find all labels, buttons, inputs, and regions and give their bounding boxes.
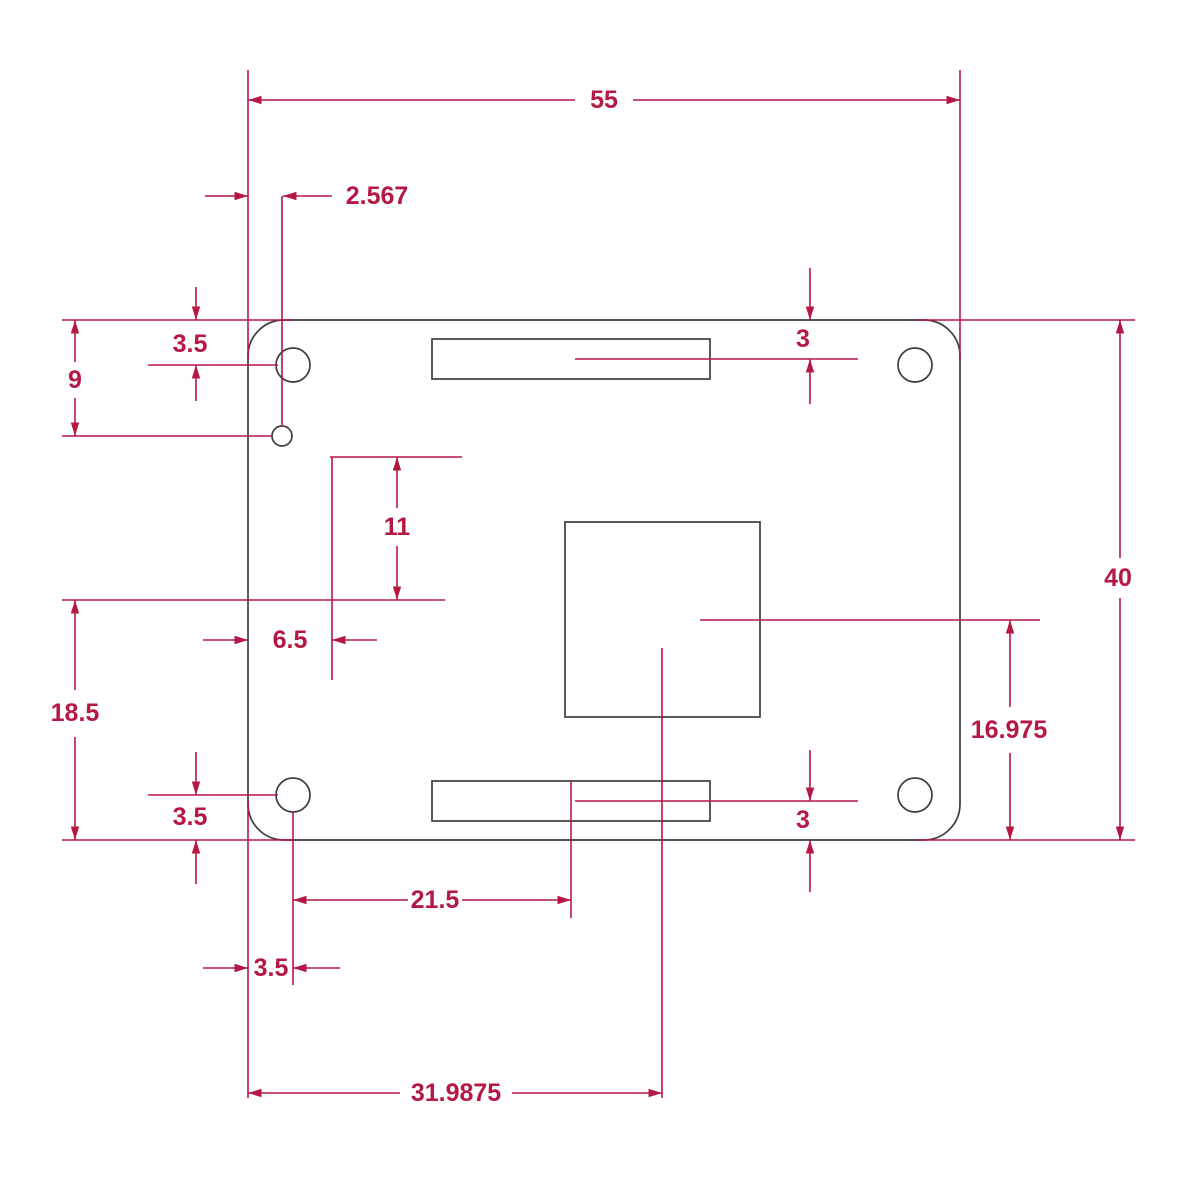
dimension-slot-offset-x: 21.5 <box>293 886 571 914</box>
extension-lines <box>62 70 1135 1098</box>
dim-label-bottom-slot-offset: 3 <box>796 806 810 834</box>
dimension-top-slot-offset: 3 <box>796 268 815 404</box>
mounting-hole-top-right <box>897 347 933 383</box>
dimension-top-hole-inset: 3.5 <box>173 287 208 401</box>
dim-label-left-offset: 18.5 <box>51 699 100 727</box>
dimension-bottom-hole-inset-x: 3.5 <box>203 954 340 982</box>
mounting-hole-bottom-left <box>275 777 311 813</box>
dim-label-slot-offset-x: 21.5 <box>411 886 460 914</box>
dimension-pin-hole-offset-x: 2.567 <box>205 182 408 210</box>
dim-label-inner-offset-horizontal: 6.5 <box>273 626 308 654</box>
mounting-hole-top-left <box>275 347 311 383</box>
dim-label-board-height: 40 <box>1104 564 1132 592</box>
dim-label-component-offset-y: 16.975 <box>971 716 1048 744</box>
board <box>247 319 961 841</box>
dim-label-board-width: 55 <box>590 86 618 114</box>
dimension-board-height: 40 <box>1104 320 1132 840</box>
small-pin-hole <box>271 425 293 447</box>
dimension-pin-hole-offset-y: 9 <box>68 320 82 436</box>
dim-label-top-hole-inset: 3.5 <box>173 330 208 358</box>
dimension-component-offset-y: 16.975 <box>971 620 1048 840</box>
dimension-bottom-slot-offset: 3 <box>796 750 815 892</box>
mounting-hole-bottom-right <box>897 777 933 813</box>
board-outline <box>247 319 961 841</box>
dimension-board-width: 55 <box>248 86 960 114</box>
dim-label-bottom-hole-inset-x: 3.5 <box>254 954 289 982</box>
dimension-inner-offset-vertical: 11 <box>384 457 411 600</box>
dim-label-pin-hole-offset-y: 9 <box>68 366 82 394</box>
dim-label-inner-offset-vertical: 11 <box>384 513 411 541</box>
dimension-inner-offset-horizontal: 6.5 <box>203 626 377 654</box>
dimension-left-offset: 18.5 <box>51 600 100 840</box>
dim-label-bottom-hole-inset-y: 3.5 <box>173 803 208 831</box>
dimension-component-offset-x: 31.9875 <box>248 1079 662 1107</box>
dim-label-component-offset-x: 31.9875 <box>411 1079 501 1107</box>
dimension-bottom-hole-inset-y: 3.5 <box>173 752 208 884</box>
dim-label-pin-hole-offset-x: 2.567 <box>346 182 409 210</box>
dim-label-top-slot-offset: 3 <box>796 325 810 353</box>
